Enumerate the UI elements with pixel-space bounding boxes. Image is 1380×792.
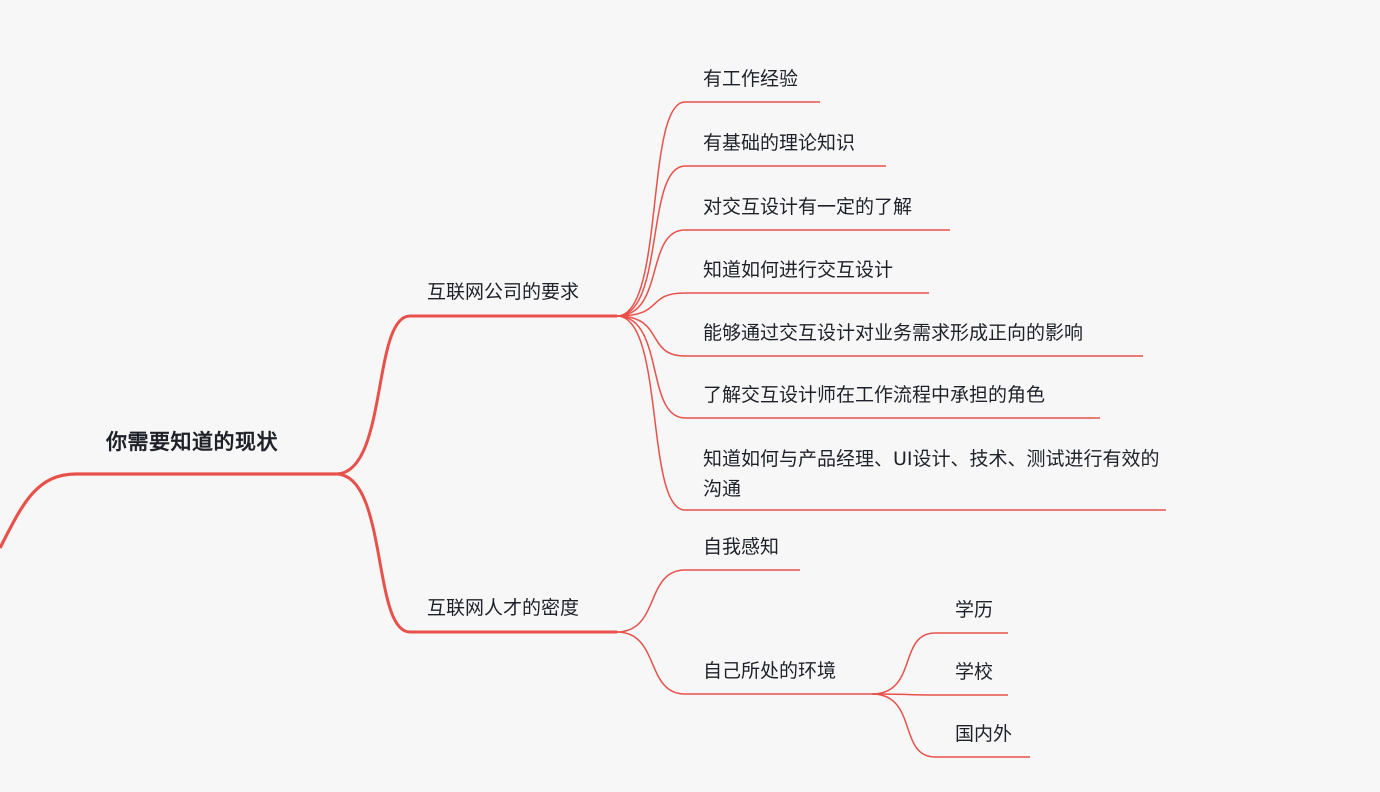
link-parent-root — [0, 472, 77, 549]
branch-company-requirements[interactable]: 互联网公司的要求 — [427, 281, 580, 303]
link-b1-c7 — [616, 315, 686, 511]
link-b1-c3 — [616, 229, 686, 317]
link-b2-c1 — [616, 569, 686, 633]
topic-business-impact[interactable]: 能够通过交互设计对业务需求形成正向的影响 — [703, 322, 1084, 344]
link-b1-c4 — [616, 292, 686, 317]
topic-domestic-abroad[interactable]: 国内外 — [955, 723, 1013, 745]
branch-talent-density[interactable]: 互联网人才的密度 — [427, 597, 580, 619]
topic-team-communication[interactable]: 知道如何与产品经理、UI设计、技术、测试进行有效的沟通 — [703, 448, 1160, 500]
topic-how-to-design[interactable]: 知道如何进行交互设计 — [703, 259, 894, 281]
topic-environment[interactable]: 自己所处的环境 — [703, 660, 837, 682]
topic-understand-ixd[interactable]: 对交互设计有一定的了解 — [703, 196, 913, 218]
link-root-branch-2 — [335, 472, 411, 634]
link-b1-c5 — [616, 315, 686, 357]
link-b1-c2 — [616, 165, 686, 317]
topic-school[interactable]: 学校 — [955, 661, 994, 683]
link-b2c2-g3 — [871, 693, 936, 758]
topic-basic-theory[interactable]: 有基础的理论知识 — [703, 132, 856, 154]
link-b2c2-g1 — [871, 632, 936, 695]
topic-work-experience[interactable]: 有工作经验 — [703, 68, 799, 90]
topic-education[interactable]: 学历 — [955, 599, 994, 621]
link-root-branch-1 — [335, 314, 411, 476]
link-b1-c6 — [616, 315, 686, 419]
link-b2-c2 — [616, 631, 686, 695]
topic-designer-role[interactable]: 了解交互设计师在工作流程中承担的角色 — [703, 384, 1046, 406]
root-topic[interactable]: 你需要知道的现状 — [106, 430, 278, 454]
topic-self-awareness[interactable]: 自我感知 — [703, 536, 780, 558]
link-b1-c1 — [616, 101, 686, 317]
link-b2c2-g2 — [871, 693, 936, 696]
